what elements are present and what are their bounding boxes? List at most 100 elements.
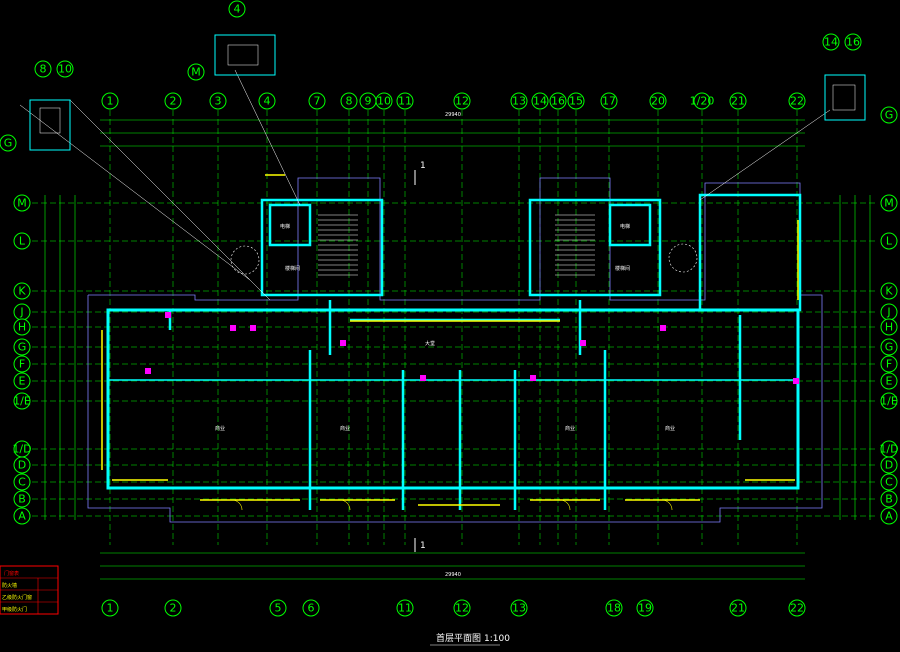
detail-left-bubble-g: G xyxy=(0,134,17,152)
axis-bubble-left-9-label: 1/D xyxy=(12,443,31,456)
detail-right-bubble-g-label: G xyxy=(885,109,894,122)
axis-bubble-bottom-7: 18 xyxy=(605,599,623,617)
room-label-right: 商业 xyxy=(665,425,675,432)
axis-bubble-bottom-0: 1 xyxy=(101,599,119,617)
dimension-lines xyxy=(44,119,871,580)
axis-bubble-top-18: 22 xyxy=(788,92,806,110)
axis-bubble-bottom-6: 13 xyxy=(510,599,528,617)
axis-bubble-right-3-label: J xyxy=(886,306,890,319)
detail-left-bubble-g-label: G xyxy=(4,137,13,150)
axis-bubble-right-8: 1/E xyxy=(880,392,898,410)
axis-bubble-bottom-9-label: 21 xyxy=(731,602,745,615)
detail-top-bubble-m-label: M xyxy=(191,66,201,79)
axis-bubble-bottom-2-label: 5 xyxy=(275,602,282,615)
axis-bubble-left-7-label: E xyxy=(19,375,26,388)
axis-bubble-left-9: 1/D xyxy=(12,440,32,458)
legend-row-1: 防火墙 xyxy=(2,582,17,589)
detail-right-bubble-16: 16 xyxy=(844,33,862,51)
axis-bubble-left-0: M xyxy=(13,194,31,212)
detail-left-bubble-10-label: 10 xyxy=(58,63,72,76)
axis-bubble-top-16: 1/20 xyxy=(690,92,714,110)
detail-top-bubble-4-label: 4 xyxy=(234,3,241,16)
axis-bubble-right-11: C xyxy=(880,473,898,491)
axis-bubble-top-2: 3 xyxy=(209,92,227,110)
axis-bubble-left-11-label: C xyxy=(18,476,26,489)
axis-bubble-left-12-label: B xyxy=(18,493,26,506)
detail-left-bubble-8-label: 8 xyxy=(40,63,47,76)
axis-bubble-top-8-label: 11 xyxy=(398,95,412,108)
axis-bubble-right-13: A xyxy=(880,507,898,525)
axis-bubble-bottom-10: 22 xyxy=(788,599,806,617)
axis-bubble-right-3: J xyxy=(880,303,898,321)
axis-bubble-top-7: 10 xyxy=(375,92,393,110)
axis-bubble-top-1-label: 2 xyxy=(170,95,177,108)
axis-bubble-bottom-2: 5 xyxy=(269,599,287,617)
axis-bubble-right-6: F xyxy=(880,355,898,373)
axis-bubble-top-18-label: 22 xyxy=(790,95,804,108)
axis-bubble-bottom-3-label: 6 xyxy=(308,602,315,615)
axis-bubble-right-11-label: C xyxy=(885,476,893,489)
axis-bubble-top-12-label: 16 xyxy=(551,95,565,108)
axis-bubble-top-5: 8 xyxy=(340,92,358,110)
axis-bubble-left-0-label: M xyxy=(17,197,27,210)
room-labels: 商业 商业 大堂 商业 商业 电梯 电梯 楼梯间 楼梯间 xyxy=(215,223,675,432)
axis-bubble-top-10-label: 13 xyxy=(512,95,526,108)
axis-bubble-right-1: L xyxy=(880,232,898,250)
axis-bubble-right-10-label: D xyxy=(885,459,893,472)
axis-bubble-left-8: 1/E xyxy=(13,392,31,410)
axis-bubble-top-0-label: 1 xyxy=(107,95,114,108)
axis-bubble-top-4-label: 7 xyxy=(314,95,321,108)
axis-bubble-top-14: 17 xyxy=(600,92,618,110)
detail-callout-top xyxy=(214,34,276,76)
axis-bubble-bottom-1: 2 xyxy=(164,599,182,617)
axis-bubble-top-14-label: 17 xyxy=(602,95,616,108)
axis-bubble-right-4: H xyxy=(880,318,898,336)
detail-top-bubble-m: M xyxy=(187,63,205,81)
axis-bubble-top-13: 15 xyxy=(567,92,585,110)
axis-bubble-top-15: 20 xyxy=(649,92,667,110)
axis-bubble-top-17-label: 21 xyxy=(731,95,745,108)
axis-bubble-left-7: E xyxy=(13,372,31,390)
detail-leaders xyxy=(19,69,831,301)
drawing-scale: 1:100 xyxy=(484,634,510,644)
axis-bubble-left-5-label: G xyxy=(18,341,27,354)
axis-bubble-left-2-label: K xyxy=(18,285,26,298)
dim-total-bottom: 29940 xyxy=(445,572,461,578)
axis-bubble-left-4-label: H xyxy=(18,321,26,334)
axis-bubble-right-10: D xyxy=(880,456,898,474)
axis-bubble-left-3-label: J xyxy=(19,306,23,319)
axis-bubble-bottom-1-label: 2 xyxy=(170,602,177,615)
axis-bubble-top-2-label: 3 xyxy=(215,95,222,108)
dim-total-top: 29940 xyxy=(445,112,461,118)
building-outline xyxy=(87,177,823,523)
axis-bubble-bottom-4-label: 11 xyxy=(398,602,412,615)
axis-bubble-bottom-5: 12 xyxy=(453,599,471,617)
axis-bubble-top-15-label: 20 xyxy=(651,95,665,108)
drawing-title: 首层平面图 xyxy=(436,632,481,644)
stair-left xyxy=(318,214,358,276)
axis-bubble-right-9: 1/D xyxy=(879,440,899,458)
axis-bubble-right-0: M xyxy=(880,194,898,212)
legend-row-3: 甲级防火门 xyxy=(2,606,27,613)
axis-bubble-right-0-label: M xyxy=(884,197,894,210)
axis-bubble-bottom-9: 21 xyxy=(729,599,747,617)
detail-right-bubble-14: 14 xyxy=(822,33,840,51)
axis-bubble-bottom-4: 11 xyxy=(396,599,414,617)
legend-header: 门窗表 xyxy=(4,570,19,577)
axis-grid-lines xyxy=(32,110,878,545)
axis-bubble-top-10: 13 xyxy=(510,92,528,110)
section-mark-label-top: 1 xyxy=(420,161,426,171)
axis-bubble-right-7: E xyxy=(880,372,898,390)
axis-bubble-top-6: 9 xyxy=(359,92,377,110)
axis-bubble-right-12-label: B xyxy=(885,493,893,506)
axis-bubble-left-3: J xyxy=(13,303,31,321)
section-mark-bottom: 1 xyxy=(414,538,426,552)
axis-bubble-left-12: B xyxy=(13,490,31,508)
axis-bubble-top-9: 12 xyxy=(453,92,471,110)
axis-bubble-top-6-label: 9 xyxy=(365,95,372,108)
axis-bubble-bottom-8: 19 xyxy=(636,599,654,617)
axis-bubble-top-7-label: 10 xyxy=(377,95,391,108)
axis-bubble-right-2: K xyxy=(880,282,898,300)
